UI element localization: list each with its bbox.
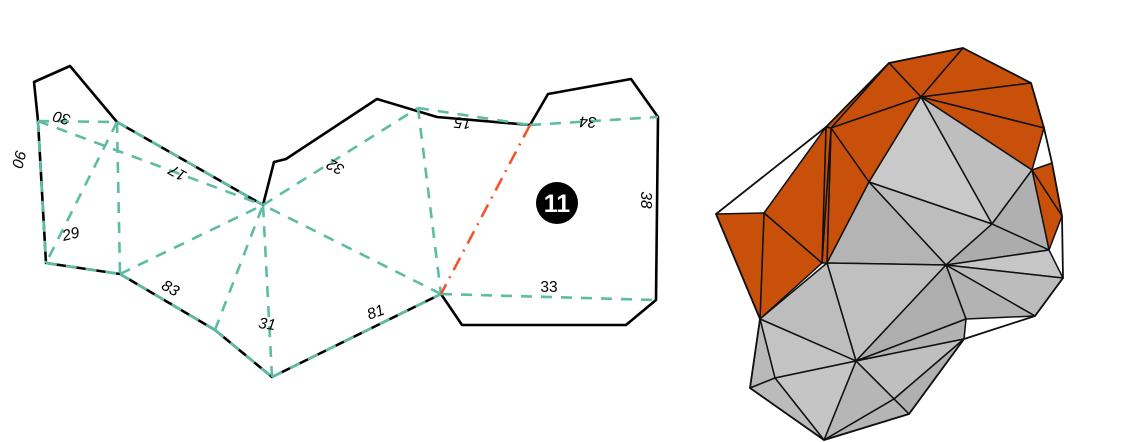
edge-label: 32 (324, 155, 348, 178)
edge-label: 83 (159, 277, 183, 300)
fold-crease-line (37, 119, 118, 124)
fold-crease-line (529, 115, 659, 127)
edge-label: 30 (51, 107, 72, 128)
cut-crease-line (439, 124, 532, 295)
fold-crease-line (45, 261, 121, 276)
fold-crease-line (213, 204, 265, 331)
fold-crease-line (440, 292, 657, 302)
fold-crease-line (119, 203, 264, 276)
edge-label: 34 (579, 113, 597, 131)
fold-crease-line (116, 120, 264, 207)
mesh-faces-group (715, 47, 1064, 441)
badge-label: 11 (544, 190, 571, 218)
fold-crease-line (115, 121, 122, 275)
badge-circle (536, 182, 578, 224)
fold-crease-line (262, 106, 419, 207)
edge-label: 90 (8, 149, 29, 170)
fold-crease-line (214, 328, 273, 379)
fold-crease-line (37, 119, 264, 207)
edge-label: 15 (453, 113, 472, 132)
edge-label: 38 (637, 191, 654, 209)
cut-crease-group (439, 124, 532, 295)
edge-label: 31 (257, 315, 276, 334)
fold-crease-group (36, 106, 659, 379)
edge-label: 81 (365, 302, 387, 324)
fold-crease-line (262, 203, 442, 296)
fold-crease-line (44, 121, 119, 264)
fold-crease-line (261, 204, 274, 378)
net-badge: 11 (536, 182, 578, 224)
edge-label: 29 (60, 224, 82, 245)
fold-crease-line (36, 120, 48, 264)
mesh-outline (715, 47, 1064, 441)
edge-label: 33 (540, 279, 557, 296)
